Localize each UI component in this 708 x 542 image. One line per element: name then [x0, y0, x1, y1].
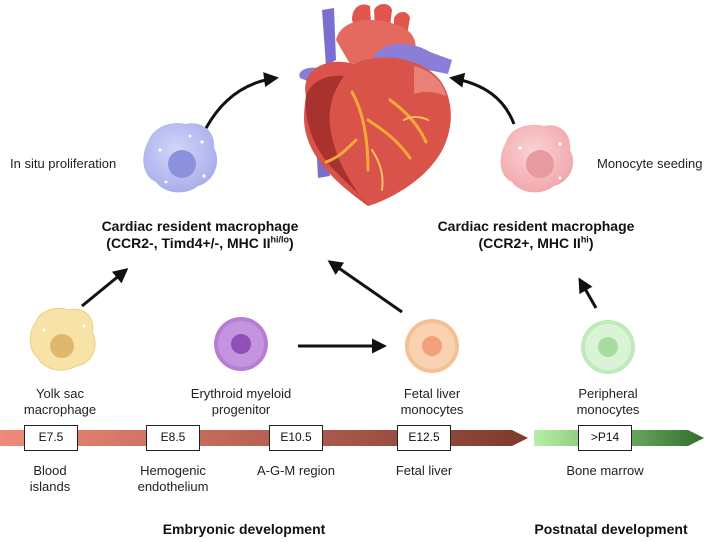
monocyte-seeding-label: Monocyte seeding: [597, 156, 703, 171]
heart-icon: [299, 4, 452, 207]
left-resident-subtitle: (CCR2-, Timd4+/-, MHC IIhi/lo): [106, 234, 294, 251]
stage-box-e10-5: E10.5: [269, 425, 323, 451]
site-label-bone-marrow: Bone marrow: [566, 463, 644, 478]
site-label-agm-region: A-G-M region: [256, 463, 336, 478]
stage-box-e8-5: E8.5: [146, 425, 200, 451]
site-label-fetal-liver: Fetal liver: [395, 463, 453, 478]
arrow-peripheral-to-resident: [578, 277, 598, 309]
resident-macrophage-right-cell: [500, 124, 574, 193]
arrow-fetal-to-resident: [327, 260, 403, 314]
embryonic-timeline-bar: [0, 430, 528, 446]
arrow-yolk-to-resident: [81, 268, 129, 308]
resident-macrophage-left-cell: [143, 122, 218, 193]
stage-box-p14: >P14: [578, 425, 632, 451]
in-situ-proliferation-label: In situ proliferation: [10, 156, 117, 171]
yolk-sac-macrophage-cell: [29, 308, 96, 371]
peripheral-monocyte-cell: [581, 320, 635, 374]
fetal-liver-monocyte-cell: [405, 319, 459, 373]
left-resident-title: Cardiac resident macrophage: [101, 218, 299, 234]
right-resident-subtitle: (CCR2+, MHC IIhi): [478, 234, 594, 251]
stage-box-e7-5: E7.5: [24, 425, 78, 451]
postnatal-development-label: Postnatal development: [534, 521, 688, 537]
erythroid-myeloid-progenitor-cell: [214, 317, 268, 371]
stage-box-e12-5: E12.5: [397, 425, 451, 451]
right-resident-title: Cardiac resident macrophage: [437, 218, 635, 234]
arrow-left-to-heart: [203, 72, 279, 131]
embryonic-development-label: Embryonic development: [162, 521, 326, 537]
arrow-right-to-heart: [449, 72, 516, 125]
